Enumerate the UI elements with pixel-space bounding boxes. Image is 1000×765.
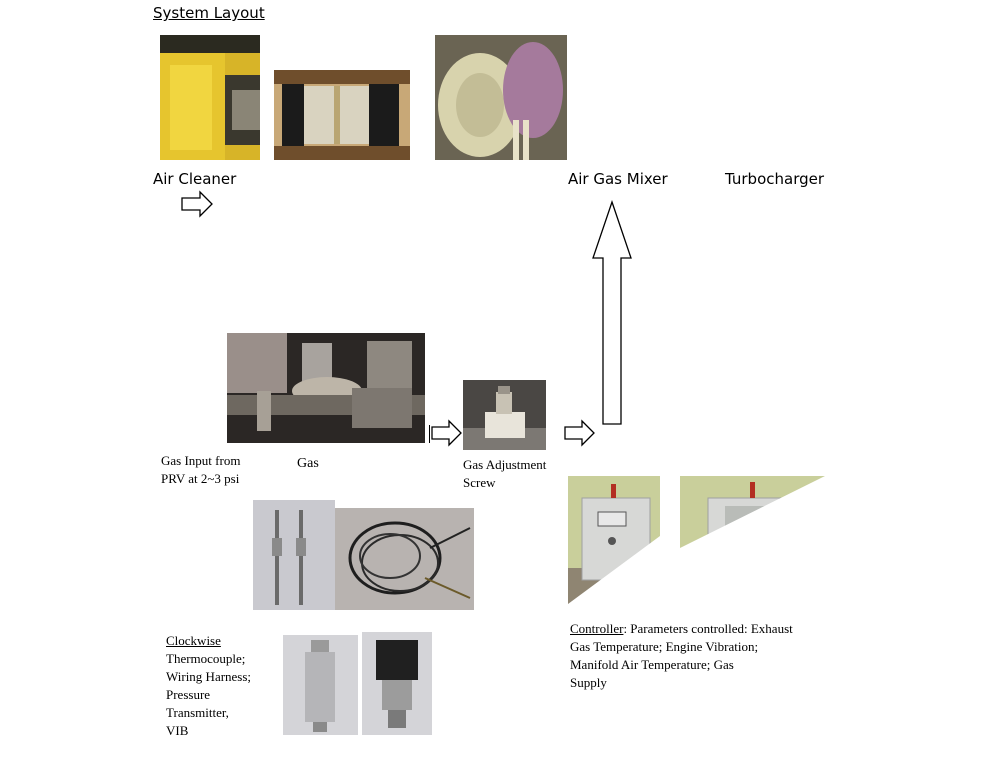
controller-caption: Controller: Parameters controlled: Exhau… xyxy=(570,620,830,692)
controller-heading: Controller xyxy=(570,621,624,636)
gas-input-line-1: Gas Input from xyxy=(161,453,241,468)
controller-photo-2 xyxy=(680,476,825,548)
pressure-transmitter-photo xyxy=(283,635,358,735)
controller-line-2: Gas Temperature; Engine Vibration; xyxy=(570,639,759,654)
air-gas-mixer-label: Air Gas Mixer xyxy=(568,170,668,188)
mixer-turbo-photo xyxy=(435,35,567,160)
clockwise-line-1: Thermocouple; xyxy=(166,651,246,666)
gas-input-line-2: PRV at 2~3 psi xyxy=(161,471,240,486)
turbocharger-label: Turbocharger xyxy=(725,170,825,188)
controller-line-3: Manifold Air Temperature; Gas xyxy=(570,657,734,672)
air-cleaner-photo xyxy=(160,35,260,160)
air-cleaner-label: Air Cleaner xyxy=(153,170,237,188)
clockwise-heading: Clockwise xyxy=(166,633,221,648)
gas-input-label: Gas Input from PRV at 2~3 psi xyxy=(161,452,240,488)
clockwise-line-4: Transmitter, xyxy=(166,705,229,720)
gas-label: Gas xyxy=(297,456,319,471)
gas-adjustment-screw-photo xyxy=(463,380,546,450)
gas-train-divider xyxy=(429,425,430,443)
gas-train-photo xyxy=(227,333,425,443)
controller-line-1: : Parameters controlled: Exhaust xyxy=(623,621,793,636)
pipe-photo xyxy=(274,70,410,160)
flow-arrow-up xyxy=(592,200,632,425)
thermocouple-photo xyxy=(253,500,335,610)
flow-arrow-right-2 xyxy=(431,419,462,447)
gas-adjustment-line-1: Gas Adjustment xyxy=(463,457,547,472)
clockwise-line-2: Wiring Harness; xyxy=(166,669,252,684)
gas-adjustment-label: Gas Adjustment Screw xyxy=(463,456,546,492)
clockwise-caption: Clockwise Thermocouple; Wiring Harness; … xyxy=(166,632,251,740)
controller-photo-1 xyxy=(568,476,660,604)
vib-sensor-photo xyxy=(362,632,432,735)
page-title: System Layout xyxy=(153,4,265,22)
clockwise-line-5: VIB xyxy=(166,723,189,738)
controller-line-4: Supply xyxy=(570,675,607,690)
flow-arrow-right-3 xyxy=(564,419,595,447)
flow-arrow-right-1 xyxy=(181,190,213,218)
clockwise-line-3: Pressure xyxy=(166,687,211,702)
gas-adjustment-line-2: Screw xyxy=(463,475,496,490)
wiring-harness-photo xyxy=(335,508,474,610)
